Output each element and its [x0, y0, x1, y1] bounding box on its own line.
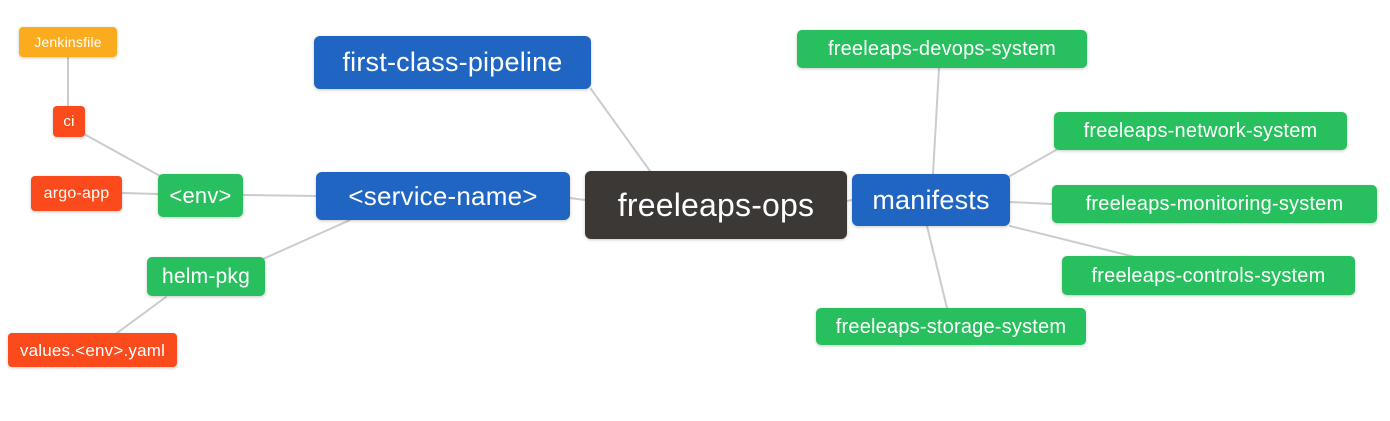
edge-manifests-monitoring [1009, 201, 1053, 205]
node-jenkinsfile[interactable]: Jenkinsfile [19, 27, 117, 57]
edge-manifests-network [1009, 149, 1057, 177]
edge-helm-pkg-service-name [262, 219, 351, 260]
edge-manifests-devops [932, 67, 940, 175]
node-env[interactable]: <env> [158, 174, 243, 217]
node-manifests[interactable]: manifests [852, 174, 1010, 226]
node-values-env-yaml[interactable]: values.<env>.yaml [8, 333, 177, 367]
node-ci[interactable]: ci [53, 106, 85, 137]
node-storage-system[interactable]: freeleaps-storage-system [816, 308, 1086, 345]
node-first-class-pipeline[interactable]: first-class-pipeline [314, 36, 591, 89]
node-network-system[interactable]: freeleaps-network-system [1054, 112, 1347, 150]
edge-values-helm-pkg [116, 296, 167, 334]
edge-service-name-freeleaps-ops [569, 197, 586, 201]
edge-manifests-storage [926, 225, 948, 309]
node-service-name[interactable]: <service-name> [316, 172, 570, 220]
node-monitoring-system[interactable]: freeleaps-monitoring-system [1052, 185, 1377, 223]
node-argo-app[interactable]: argo-app [31, 176, 122, 211]
edge-env-service-name [242, 194, 317, 197]
edge-freeleaps-ops-manifests [846, 199, 853, 202]
edge-argo-app-env [121, 192, 159, 195]
edge-ci-env [83, 133, 161, 177]
node-controls-system[interactable]: freeleaps-controls-system [1062, 256, 1355, 295]
node-devops-system[interactable]: freeleaps-devops-system [797, 30, 1087, 68]
node-helm-pkg[interactable]: helm-pkg [147, 257, 265, 296]
node-freeleaps-ops-root[interactable]: freeleaps-ops [585, 171, 847, 239]
edge-manifests-controls [1009, 225, 1136, 258]
edge-pipeline-freeleaps-ops [590, 88, 651, 172]
